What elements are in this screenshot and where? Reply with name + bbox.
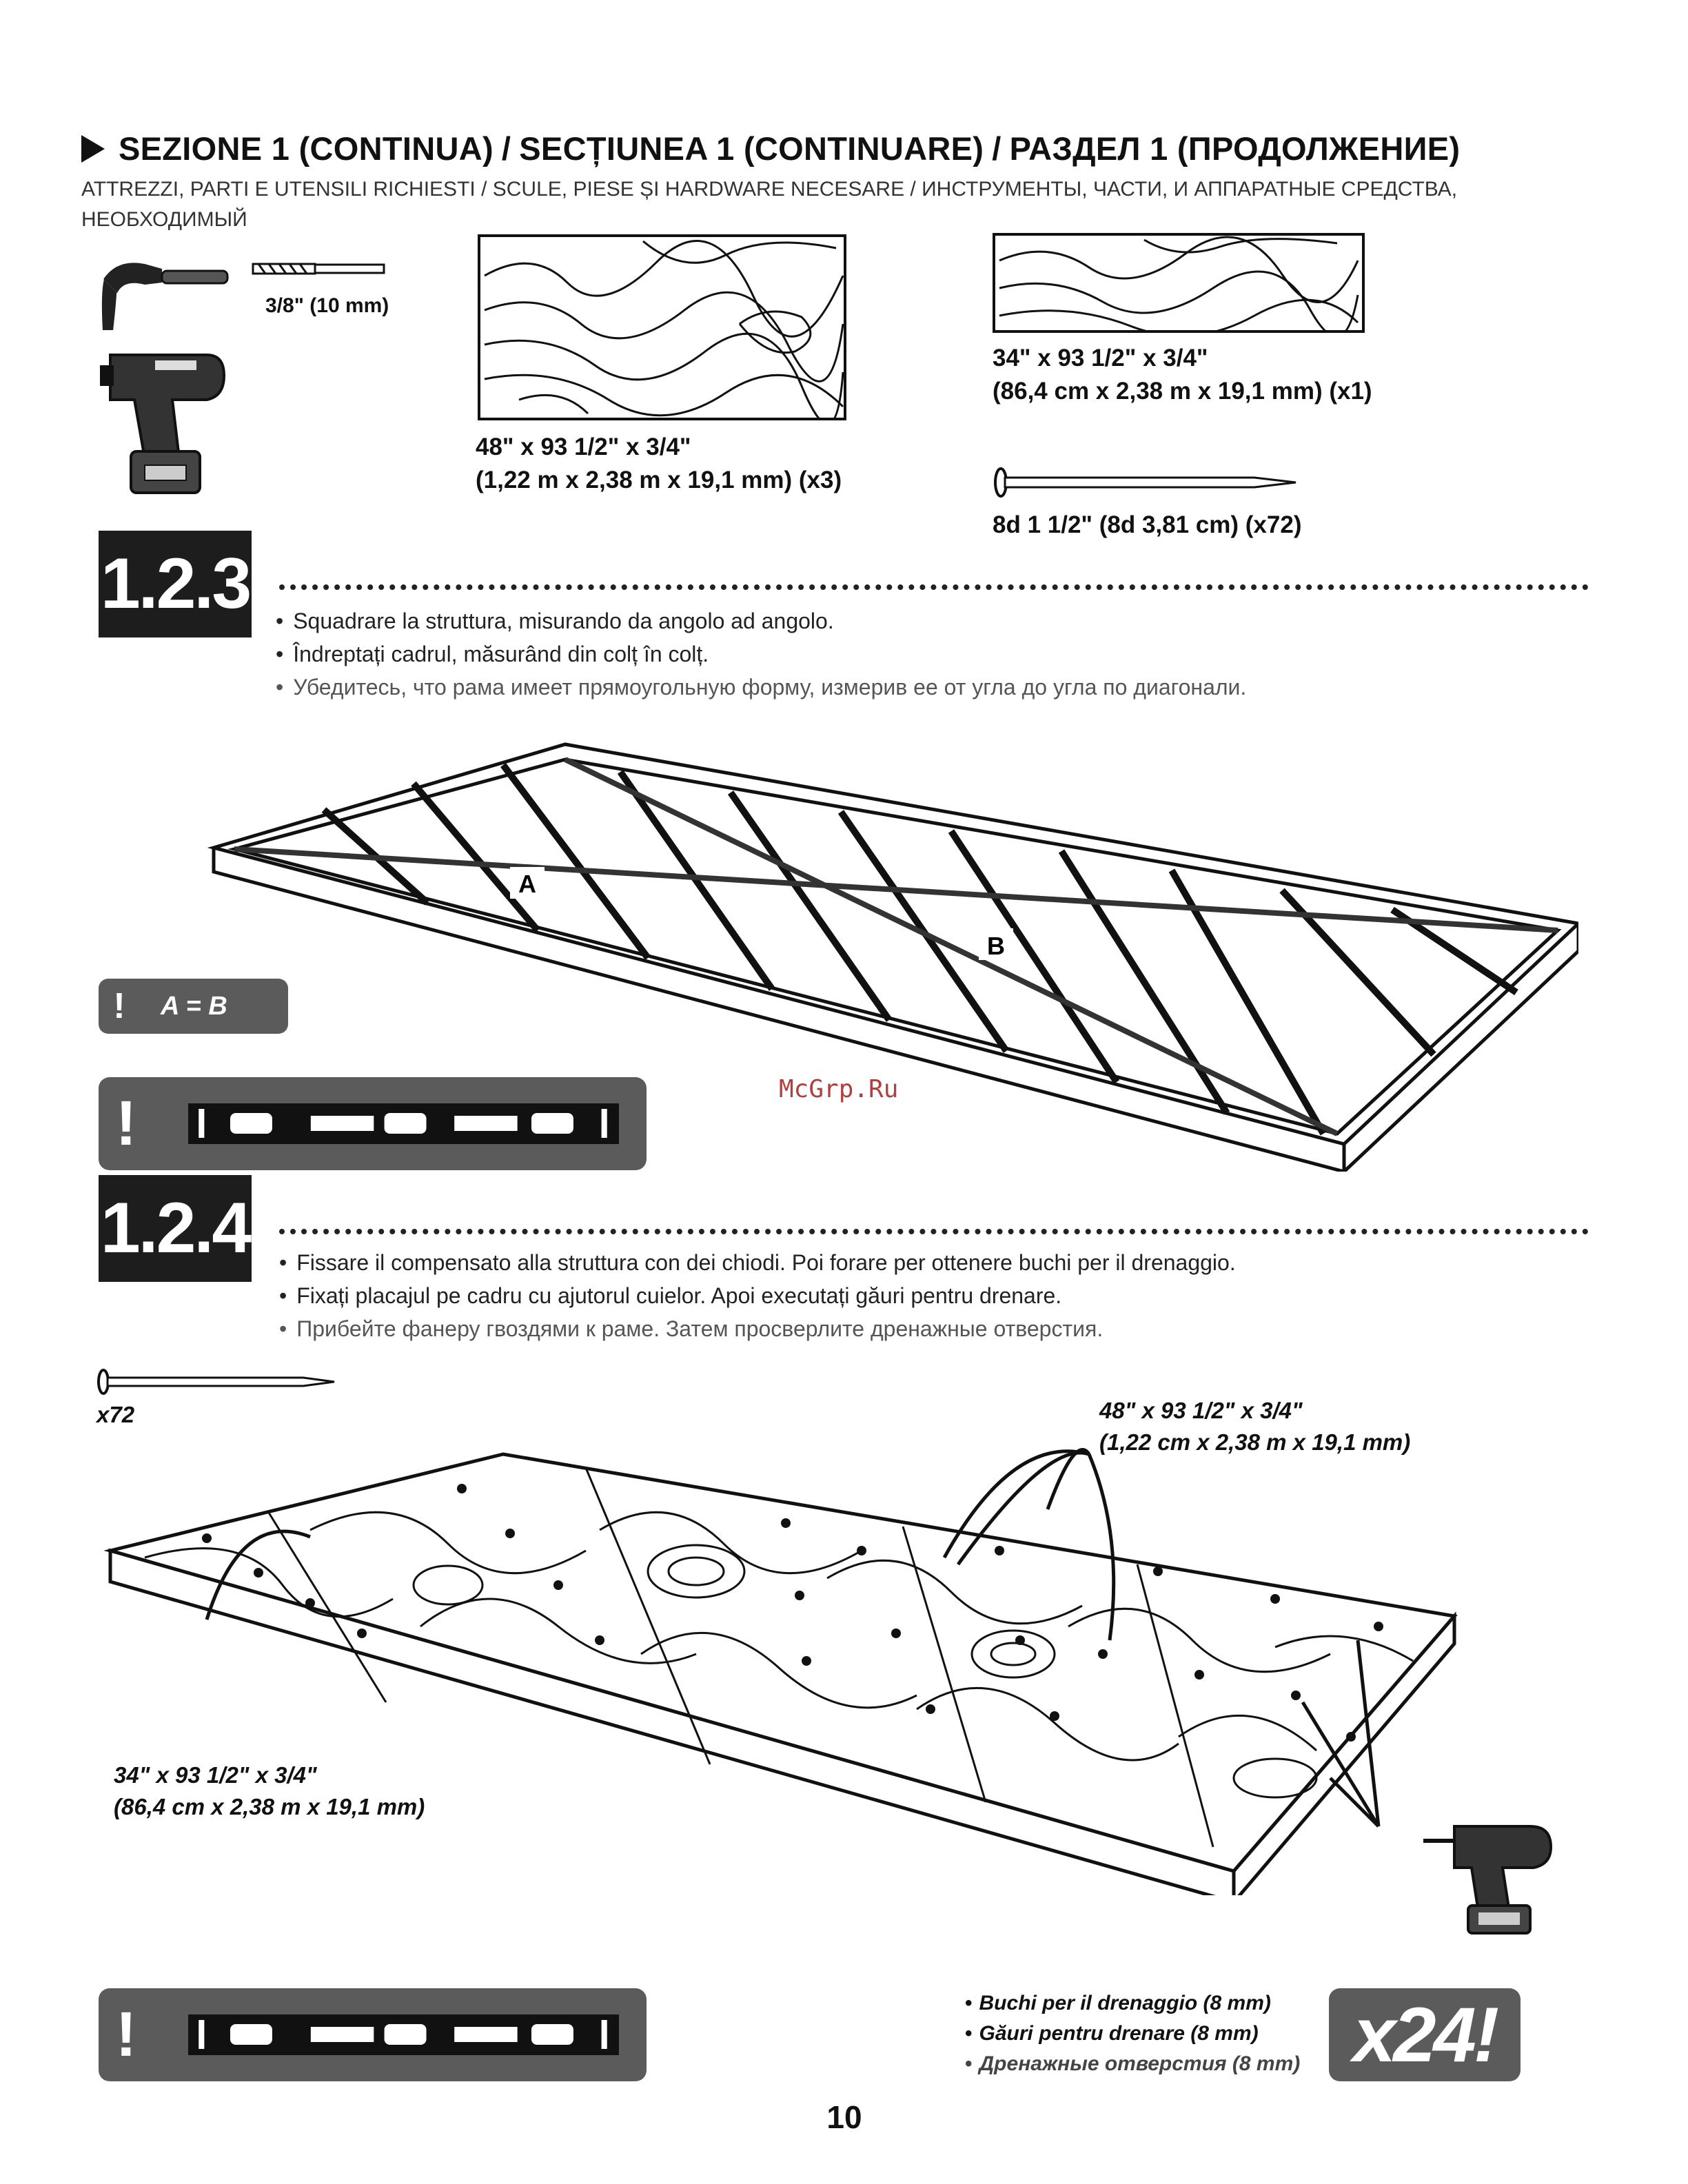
plywood-floor-diagram xyxy=(103,1448,1458,1895)
level-note-2: ! xyxy=(99,1988,647,2081)
diagonal-label-a: A xyxy=(518,870,536,898)
step-number-123: 1.2.3 xyxy=(99,531,252,637)
step-divider xyxy=(279,584,1589,590)
plywood-panel-small-icon xyxy=(993,233,1365,333)
step-divider xyxy=(279,1229,1589,1234)
panel-large-label: 48" x 93 1/2" x 3/4" (1,22 m x 2,38 m x … xyxy=(476,433,842,493)
nail-icon xyxy=(97,1369,335,1395)
title-ru: РАЗДЕЛ 1 (ПРОДОЛЖЕНИЕ) xyxy=(1009,130,1461,167)
callout-small-panel: 34" x 93 1/2" x 3/4" (86,4 cm x 2,38 m x… xyxy=(114,1762,425,1819)
nail-label: 8d 1 1/2" (8d 3,81 cm) (x72) xyxy=(993,511,1302,538)
drainage-notes: Buchi per il drenaggio (8 mm) Găuri pent… xyxy=(965,1988,1323,2079)
drill-bit-icon xyxy=(252,263,385,275)
hammer-icon xyxy=(100,263,229,331)
frame-diagram: A B xyxy=(207,742,1578,1172)
equal-diagonals-note: ! A = B xyxy=(99,979,288,1034)
play-triangle-icon xyxy=(81,134,105,163)
drill-icon xyxy=(100,354,226,494)
title-it: SEZIONE 1 (CONTINUA) xyxy=(119,130,494,167)
drainage-count-badge: x24! xyxy=(1329,1988,1521,2081)
level-icon xyxy=(188,2014,619,2055)
section-title: SEZIONE 1 (CONTINUA) / SECȚIUNEA 1 (CONT… xyxy=(81,130,1632,167)
page-number: 10 xyxy=(826,2099,862,2135)
level-icon xyxy=(188,1103,619,1144)
panel-small-label: 34" x 93 1/2" x 3/4" (86,4 cm x 2,38 m x… xyxy=(993,345,1372,405)
section-header: SEZIONE 1 (CONTINUA) / SECȚIUNEA 1 (CONT… xyxy=(81,130,1632,235)
level-note-1: ! xyxy=(99,1077,647,1170)
step-124-instructions: Fissare il compensato alla struttura con… xyxy=(279,1246,1589,1345)
step-123-instructions: Squadrare la struttura, misurando da ang… xyxy=(276,604,1585,704)
section-subtitle: ATTREZZI, PARTI E UTENSILI RICHIESTI / S… xyxy=(81,178,1458,231)
title-ro: SECȚIUNEA 1 (CONTINUARE) xyxy=(519,130,984,167)
watermark: McGrp.Ru xyxy=(779,1075,899,1103)
exclamation-icon: ! xyxy=(115,1088,137,1159)
diagonal-label-b: B xyxy=(987,932,1005,960)
drill-bit-label: 3/8" (10 mm) xyxy=(265,294,389,317)
callout-large-panel: 48" x 93 1/2" x 3/4" (1,22 cm x 2,38 m x… xyxy=(1099,1398,1411,1455)
nail-count: x72 xyxy=(96,1402,135,1427)
plywood-panel-large-icon xyxy=(478,234,846,420)
step-number-124: 1.2.4 xyxy=(99,1175,252,1282)
exclamation-icon: ! xyxy=(115,1999,137,2070)
nail-icon xyxy=(994,467,1296,498)
exclamation-icon: ! xyxy=(113,986,125,1026)
drill-icon xyxy=(1423,1825,1553,1935)
